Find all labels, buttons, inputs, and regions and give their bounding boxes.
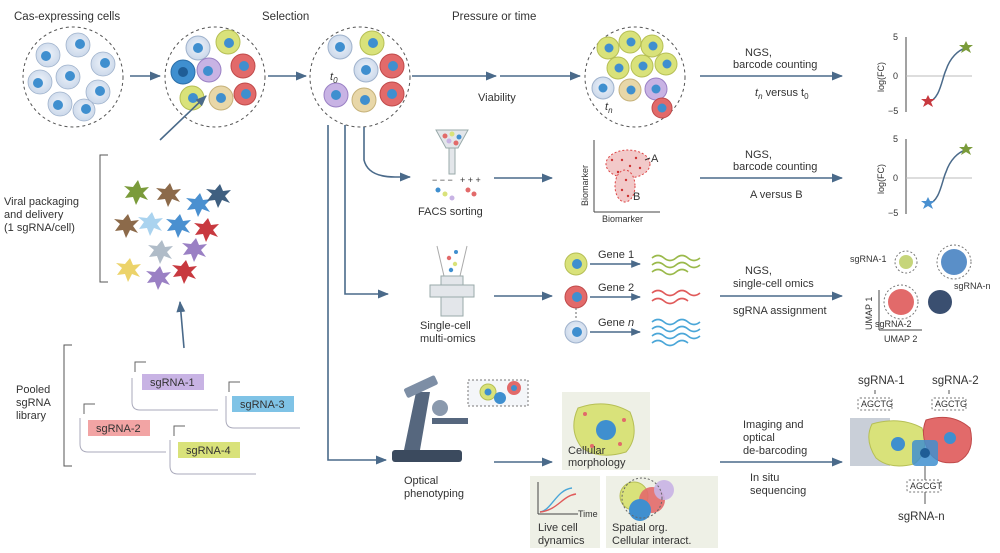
svg-text:Biomarker: Biomarker (602, 214, 643, 224)
row3-ngs: NGS, (745, 265, 772, 277)
svg-text:AGCGT: AGCGT (910, 481, 943, 491)
svg-text:5: 5 (893, 134, 898, 144)
umap-plot: sgRNA-1 sgRNA-2 sgRNA-n UMAP 1 UMAP 2 (850, 244, 991, 344)
svg-text:+ + +: + + + (460, 175, 481, 185)
trunk-optical (327, 125, 388, 465)
svg-text:UMAP 2: UMAP 2 (884, 334, 917, 344)
svg-text:morphology: morphology (568, 457, 626, 469)
svg-text:sgRNA-1: sgRNA-1 (850, 254, 887, 264)
svg-text:−5: −5 (888, 106, 898, 116)
trunk-facs (363, 127, 412, 182)
row1-versus: tn versus t0 (755, 87, 809, 101)
svg-text:sgRNA-3: sgRNA-3 (240, 399, 285, 411)
live-cell-dynamics-panel: Time Live cell dynamics (530, 476, 600, 548)
viability-label: Viability (478, 92, 516, 104)
library-bracket (63, 344, 72, 467)
svg-text:dynamics: dynamics (538, 535, 585, 547)
optical-label-1: Optical (404, 475, 438, 487)
tn-population: tn (584, 26, 686, 128)
virus-particles (114, 180, 231, 290)
pooled-label-3: library (16, 410, 46, 422)
row2-logfc-plot: 5 0 −5 log(FC) (876, 134, 973, 218)
header-selection: Selection (262, 11, 309, 23)
pooled-label-1: Pooled (16, 384, 50, 396)
svg-text:log(FC): log(FC) (876, 62, 886, 92)
svg-text:Gene 1: Gene 1 (598, 249, 634, 261)
svg-text:Cellular: Cellular (568, 445, 606, 457)
viral-label-2: and delivery (4, 209, 64, 221)
imaging-label-1: Imaging and (743, 419, 804, 431)
row2-barcode: barcode counting (733, 161, 817, 173)
row1-ngs: NGS, (745, 47, 772, 59)
facs-instrument-icon: − − − + + + (432, 129, 481, 201)
imaging-label-3: de-barcoding (743, 445, 807, 457)
svg-text:sgRNA-2: sgRNA-2 (96, 423, 141, 435)
singlecell-label-2: multi-omics (420, 333, 476, 345)
row2-ngs: NGS, (745, 149, 772, 161)
t0-population: t0 (309, 26, 411, 128)
header-pressure: Pressure or time (452, 11, 536, 23)
viral-label-1: Viral packaging (4, 196, 79, 208)
spatial-organization-panel: Spatial org. Cellular interact. (606, 476, 718, 548)
svg-text:−5: −5 (888, 208, 898, 218)
svg-text:sgRNA-n: sgRNA-n (898, 511, 945, 523)
tn-label: tn (605, 101, 613, 115)
insitu-label-2: sequencing (750, 485, 806, 497)
singlecell-device-icon (429, 245, 475, 317)
svg-text:5: 5 (893, 32, 898, 42)
svg-text:Live cell: Live cell (538, 522, 578, 534)
svg-text:sgRNA-1: sgRNA-1 (858, 375, 905, 387)
svg-text:log(FC): log(FC) (876, 164, 886, 194)
trunk-singlecell (344, 125, 390, 299)
optical-label-2: phenotyping (404, 488, 464, 500)
cellular-morphology-panel: Cellular morphology (562, 392, 650, 470)
svg-text:Spatial org.: Spatial org. (612, 522, 668, 534)
transduced-population (164, 26, 266, 128)
facs-label: FACS sorting (418, 206, 483, 218)
insitu-sequencing-result: sgRNA-1 sgRNA-2 AGCTG AGCTG AGCGT sgRNA-… (850, 375, 979, 523)
svg-text:sgRNA-2: sgRNA-2 (932, 375, 979, 387)
svg-text:sgRNA-1: sgRNA-1 (150, 377, 195, 389)
row1-barcode: barcode counting (733, 59, 817, 71)
pooled-label-2: sgRNA (16, 397, 52, 409)
svg-text:UMAP 1: UMAP 1 (864, 297, 874, 330)
svg-text:Gene 2: Gene 2 (598, 282, 634, 294)
cas-cells-population (22, 26, 124, 128)
imaging-label-2: optical (743, 432, 775, 444)
svg-text:A: A (651, 153, 659, 165)
svg-text:Time: Time (578, 509, 598, 519)
svg-text:AGCTG: AGCTG (861, 399, 893, 409)
svg-text:Cellular interact.: Cellular interact. (612, 535, 691, 547)
row3-assign: sgRNA assignment (733, 305, 827, 317)
row1-logfc-plot: 5 0 −5 log(FC) (876, 32, 973, 116)
arrow-library-to-virus (176, 300, 186, 349)
svg-text:AGCTG: AGCTG (935, 399, 967, 409)
t0-label: t0 (330, 71, 338, 85)
svg-text:0: 0 (893, 71, 898, 81)
sgrna-library-constructs: sgRNA-1 sgRNA-3 sgRNA-2 sgRNA-4 (79, 361, 300, 475)
viral-label-3: (1 sgRNA/cell) (4, 222, 75, 234)
microscope-icon (392, 375, 529, 462)
row3-omics: single-cell omics (733, 278, 814, 290)
arrow-viral-to-selection (159, 95, 207, 141)
singlecell-gene-readouts: Gene 1 Gene 2 Gene n (564, 249, 701, 347)
viral-bracket (99, 154, 108, 283)
svg-text:0: 0 (893, 173, 898, 183)
singlecell-label-1: Single-cell (420, 320, 471, 332)
insitu-label-1: In situ (750, 472, 779, 484)
svg-text:sgRNA-2: sgRNA-2 (875, 319, 912, 329)
svg-text:sgRNA-n: sgRNA-n (954, 281, 991, 291)
svg-text:sgRNA-4: sgRNA-4 (186, 445, 231, 457)
svg-text:B: B (633, 191, 640, 203)
svg-text:Gene n: Gene n (598, 317, 634, 329)
svg-text:− − −: − − − (432, 175, 453, 185)
row2-versus: A versus B (750, 189, 803, 201)
facs-scatter-plot: Biomarker Biomarker A B (580, 140, 660, 224)
header-cas-cells: Cas-expressing cells (14, 11, 120, 23)
svg-text:Biomarker: Biomarker (580, 165, 590, 206)
